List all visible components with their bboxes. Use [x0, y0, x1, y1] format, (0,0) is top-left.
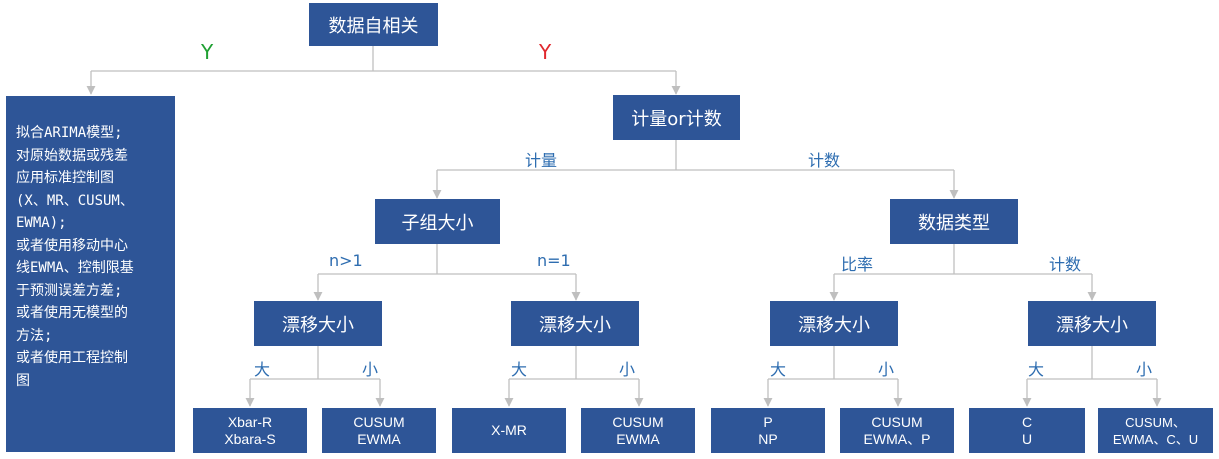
edge-label-variable: 计量	[525, 151, 558, 170]
edge-label-big-1: 大	[254, 360, 271, 379]
leaf-line: CUSUM	[612, 413, 664, 430]
leaf-line: Xbara-S	[224, 430, 276, 447]
edge-label-big-2: 大	[511, 360, 528, 379]
edge-label-n-eq-1: n=1	[537, 251, 571, 270]
leaf-p-np: P NP	[711, 408, 825, 453]
leaf-line: EWMA	[357, 430, 401, 447]
node-drift-size-1: 漂移大小	[254, 301, 382, 346]
leaf-cusum-ewma-c-u: CUSUM、 EWMA、C、U	[1098, 408, 1213, 453]
leaf-line: U	[1021, 430, 1033, 447]
leaf-line: P	[763, 413, 773, 430]
edge-label-n-gt-1: n>1	[329, 251, 363, 270]
leaf-line: NP	[758, 430, 778, 447]
branch-no-label: Y	[539, 40, 552, 64]
leaf-x-mr: X-MR	[452, 408, 566, 453]
node-drift-size-2: 漂移大小	[511, 301, 639, 346]
edge-label-small-3: 小	[878, 360, 895, 379]
root-node-autocorrelation: 数据自相关	[309, 3, 438, 46]
leaf-line: EWMA	[616, 430, 660, 447]
leaf-cusum-ewma-2: CUSUM EWMA	[581, 408, 695, 453]
leaf-line: Xbar-R	[227, 413, 273, 430]
leaf-line: EWMA、C、U	[1112, 431, 1199, 447]
edge-label-big-4: 大	[1028, 360, 1045, 379]
leaf-line: EWMA、P	[863, 430, 931, 447]
leaf-line: CUSUM	[353, 413, 405, 430]
leaf-line: CUSUM	[871, 413, 923, 430]
arima-recommendation-box: 拟合ARIMA模型; 对原始数据或残差 应用标准控制图 (X、MR、CUSUM、…	[6, 96, 175, 452]
leaf-cusum-ewma-1: CUSUM EWMA	[322, 408, 436, 453]
branch-yes-label: Y	[201, 40, 214, 64]
node-drift-size-4: 漂移大小	[1028, 301, 1156, 346]
leaf-line: CUSUM、	[1125, 414, 1186, 430]
edge-label-small-4: 小	[1136, 360, 1153, 379]
edge-label-count: 计数	[1049, 255, 1082, 274]
leaf-line: C	[1021, 413, 1033, 430]
edge-label-big-3: 大	[770, 360, 787, 379]
edge-label-small-2: 小	[619, 360, 636, 379]
edge-label-small-1: 小	[362, 360, 379, 379]
edge-label-ratio: 比率	[841, 255, 874, 274]
edge-label-attribute: 计数	[808, 151, 841, 170]
leaf-cusum-ewma-p: CUSUM EWMA、P	[840, 408, 954, 453]
leaf-c-u: C U	[969, 408, 1085, 453]
leaf-xbar-r-s: Xbar-R Xbara-S	[193, 408, 307, 453]
node-subgroup-size: 子组大小	[375, 199, 500, 244]
node-variable-or-attribute: 计量or计数	[613, 95, 740, 140]
leaf-line: X-MR	[491, 422, 527, 438]
node-data-type: 数据类型	[890, 199, 1018, 244]
node-drift-size-3: 漂移大小	[770, 301, 898, 346]
